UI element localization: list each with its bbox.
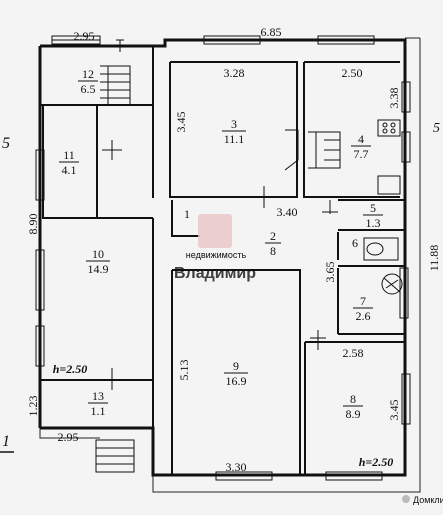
dim-room13-height: 1.23	[26, 396, 40, 417]
ceiling-heights: h=2.50 h=2.50	[53, 362, 394, 469]
room-12-label: 12 6.5	[78, 67, 98, 96]
dim-room3-height: 3.45	[174, 112, 188, 133]
room-area: 1.3	[366, 216, 381, 230]
room-number: 1	[184, 207, 190, 221]
room-5-label: 5 1.3	[363, 201, 383, 230]
room-area: 4.1	[62, 163, 77, 177]
dim-left-total-height: 8.90	[26, 214, 40, 235]
margin-marks: 5 1 5	[0, 121, 440, 453]
room-area: 6.5	[81, 82, 96, 96]
watermark-line2: Владимир	[174, 265, 256, 282]
exterior-walls	[38, 38, 407, 477]
mark-left-bottom: 1	[2, 433, 10, 450]
room-area: 8	[270, 244, 276, 258]
room-number: 9	[233, 359, 239, 373]
dim-room4-width: 2.50	[342, 66, 363, 80]
room-area: 2.6	[356, 309, 371, 323]
room-7-label: 7 2.6	[353, 294, 373, 323]
dim-bottom-left-width: 2.95	[58, 430, 79, 444]
room-area: 1.1	[91, 404, 106, 418]
dim-room8-width: 2.58	[343, 346, 364, 360]
watermark-logo-icon	[198, 214, 232, 248]
room-3-label: 3 11.1	[222, 117, 246, 146]
room-number: 12	[82, 67, 94, 81]
room-number: 3	[231, 117, 237, 131]
room-area: 14.9	[88, 262, 109, 276]
room-number: 13	[92, 389, 104, 403]
dim-room3-width: 3.28	[224, 66, 245, 80]
room-number: 5	[370, 201, 376, 215]
mark-left-top: 5	[2, 135, 10, 152]
dim-top-total-width: 6.85	[261, 25, 282, 39]
dimension-labels: 2.95 6.85 3.28 2.50 3.45 3.38 3.40 8.90 …	[26, 25, 441, 474]
mark-right-side: 5	[433, 121, 440, 136]
room-area: 11.1	[224, 132, 245, 146]
dim-corridor-width: 3.40	[277, 205, 298, 219]
dim-right-total-height: 11.88	[427, 245, 441, 272]
room-area: 8.9	[346, 407, 361, 421]
interior-walls	[40, 46, 405, 475]
room-area: 7.7	[354, 147, 369, 161]
room-10-label: 10 14.9	[86, 247, 110, 276]
room-number: 8	[350, 392, 356, 406]
room-1-label: 1	[184, 207, 190, 221]
dim-room9-width: 3.30	[226, 460, 247, 474]
brand-text: Домклик	[413, 495, 443, 505]
room-9-label: 9 16.9	[224, 359, 248, 388]
room-number: 6	[352, 236, 358, 250]
brand-badge: Домклик	[402, 495, 443, 505]
room-4-label: 4 7.7	[351, 132, 371, 161]
room-13-label: 13 1.1	[88, 389, 108, 418]
room-number: 2	[270, 229, 276, 243]
dim-room7-height: 3.65	[323, 262, 337, 283]
watermark: недвижимость Владимир	[174, 214, 256, 282]
height-left: h=2.50	[53, 362, 88, 376]
room-6-label: 6	[352, 236, 358, 250]
dim-room4-height: 3.38	[387, 88, 401, 109]
height-right: h=2.50	[359, 455, 394, 469]
brand-logo-icon	[402, 495, 410, 503]
room-number: 10	[92, 247, 104, 261]
dim-room8-height: 3.45	[387, 400, 401, 421]
dim-room9-height: 5.13	[177, 360, 191, 381]
room-number: 11	[63, 148, 75, 162]
room-area: 16.9	[226, 374, 247, 388]
windows	[35, 35, 411, 481]
room-labels: 12 6.5 3 11.1 4 7.7 11 4.1 5 1.3 10 14.9	[59, 67, 383, 421]
room-11-label: 11 4.1	[59, 148, 79, 177]
room-8-label: 8 8.9	[343, 392, 363, 421]
watermark-line1: недвижимость	[186, 250, 247, 260]
stairs-and-fixtures	[95, 39, 403, 473]
room-number: 7	[360, 294, 366, 308]
room-number: 4	[358, 132, 364, 146]
dim-top-left-width: 2.95	[74, 29, 95, 43]
room-2-label: 2 8	[265, 229, 281, 258]
